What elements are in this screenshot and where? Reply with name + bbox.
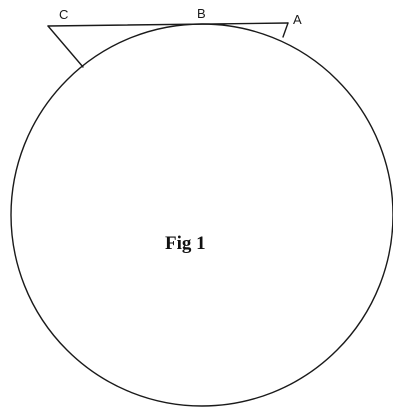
point-label-b: B	[197, 6, 206, 21]
figure-caption: Fig 1	[165, 233, 206, 254]
segment-c-to-circle	[47, 25, 84, 68]
tangent-line-c-a	[47, 22, 289, 27]
point-label-c: C	[59, 7, 68, 22]
segment-a-to-circle	[282, 22, 289, 38]
point-label-a: A	[293, 12, 302, 27]
circle	[10, 23, 393, 407]
